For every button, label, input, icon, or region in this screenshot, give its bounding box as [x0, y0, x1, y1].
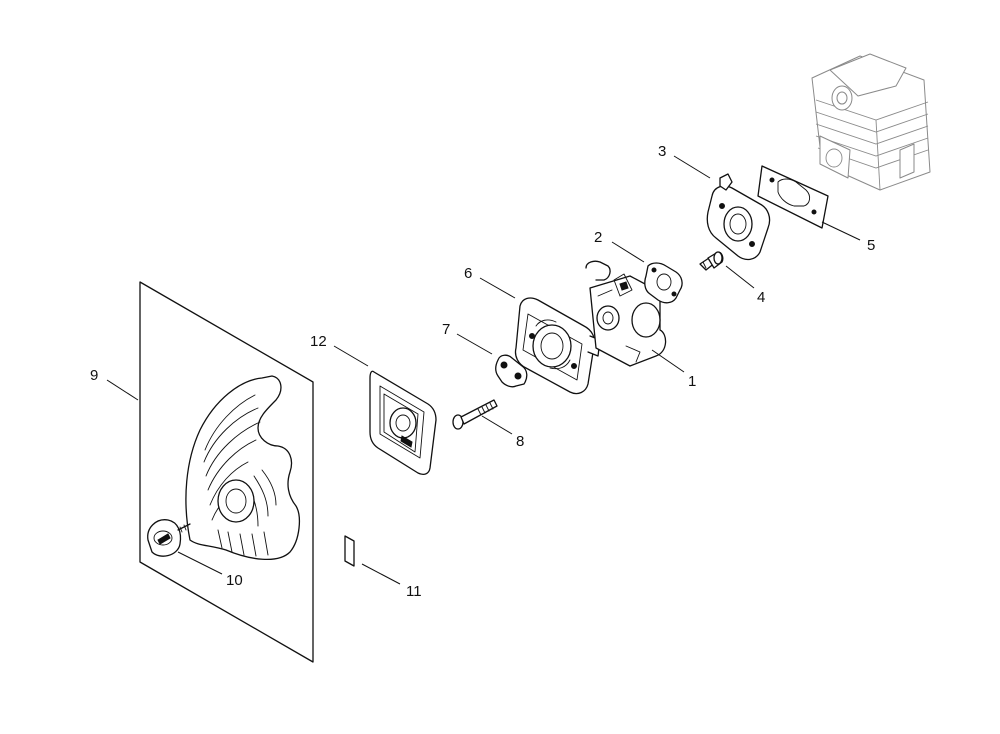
- label-sticker: [344, 535, 355, 567]
- gasket-sheet: [757, 165, 829, 229]
- callout-labels: 1 2 3 4 5 6 7 8 9 10 11 12: [90, 143, 875, 600]
- callout-10: 10: [226, 572, 243, 589]
- cover-shell: [185, 375, 301, 561]
- callout-1: 1: [688, 373, 696, 390]
- part-1-carburetor: [585, 260, 667, 367]
- part-11-label: [344, 535, 355, 567]
- cover-ribs: [203, 394, 277, 557]
- callout-2: 2: [594, 229, 602, 246]
- part-9-air-cleaner-cover: [139, 281, 314, 663]
- callout-6: 6: [464, 265, 472, 282]
- part-8-bolt: [452, 399, 498, 430]
- callout-9: 9: [90, 367, 98, 384]
- part-2-gasket: [644, 262, 683, 304]
- part-10-knob: [147, 519, 191, 557]
- callout-12: 12: [310, 333, 327, 350]
- callout-4: 4: [757, 289, 765, 306]
- part-12-air-filter: [369, 370, 437, 475]
- callout-7: 7: [442, 321, 450, 338]
- part-4-fitting: [699, 251, 724, 271]
- part-3-intake-adapter: [706, 173, 771, 261]
- callout-8: 8: [516, 433, 524, 450]
- callout-11: 11: [406, 583, 422, 600]
- carburetor-lever: [585, 260, 611, 281]
- part-5-gasket: [757, 165, 829, 229]
- part-6-air-cleaner-case: [514, 297, 601, 395]
- cylinder-reference: [811, 53, 931, 191]
- part-7-insulator: [495, 354, 528, 388]
- cover-center-boss: [217, 479, 255, 523]
- carburetor-pump: [631, 302, 661, 338]
- callout-3: 3: [658, 143, 666, 160]
- callout-5: 5: [867, 237, 875, 254]
- leader-lines: [106, 155, 861, 585]
